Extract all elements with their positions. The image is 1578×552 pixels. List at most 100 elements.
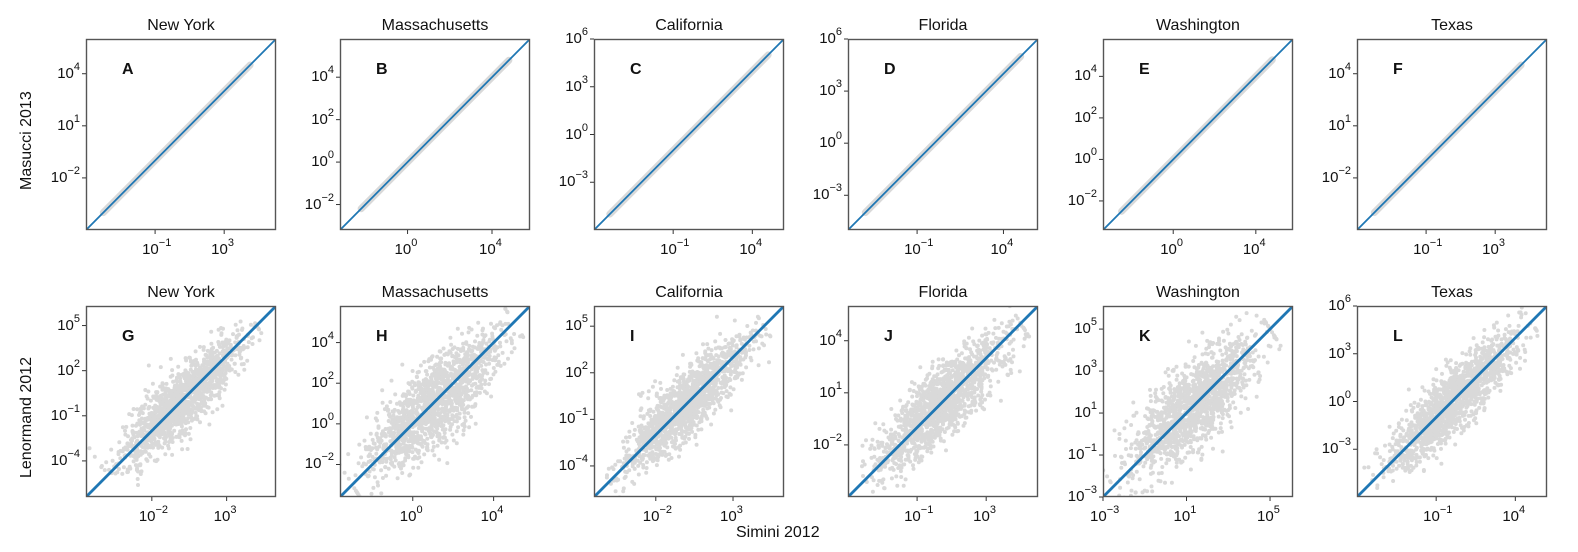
y-tick-label: 10−3 — [1321, 436, 1351, 458]
y-tick-label: 10−2 — [1067, 187, 1097, 209]
identity-line — [1103, 39, 1293, 230]
y-tick-label: 105 — [565, 313, 588, 335]
y-tick-label: 101 — [1074, 400, 1097, 422]
x-tick-label: 105 — [1257, 504, 1280, 525]
panel-letter: K — [1139, 328, 1151, 345]
y-tick-label: 102 — [565, 359, 588, 381]
axes-frame — [1102, 305, 1294, 498]
y-tick-label: 10−2 — [812, 431, 842, 453]
panel-title: New York — [147, 17, 215, 34]
axes-frame — [339, 305, 531, 498]
y-tick-label: 105 — [57, 312, 80, 334]
x-tick-label: 10−1 — [904, 504, 934, 525]
panel-letter: E — [1139, 61, 1150, 78]
scatter-plot-A — [82, 38, 277, 234]
y-tick-label: 104 — [311, 329, 334, 351]
x-tick-label: 10−1 — [1413, 237, 1443, 258]
panel-title: Texas — [1431, 284, 1473, 301]
y-tick-label: 102 — [57, 357, 80, 379]
y-tick-label: 100 — [311, 149, 334, 171]
x-tick-label: 103 — [211, 237, 234, 258]
y-tick-label: 10−2 — [50, 164, 80, 186]
x-tick-label: 103 — [973, 504, 996, 525]
y-tick-label: 100 — [1074, 146, 1097, 168]
x-tick-label: 10−1 — [142, 237, 172, 258]
y-tick-label: 103 — [819, 78, 842, 100]
y-tick-label: 100 — [311, 410, 334, 432]
panel-letter: C — [630, 61, 642, 78]
identity-line — [848, 306, 1038, 497]
scatter-plot-D — [844, 38, 1039, 234]
scatter-plot-K — [1099, 305, 1294, 501]
identity-line — [1103, 306, 1293, 497]
x-tick-label: 103 — [1482, 237, 1505, 258]
y-tick-label: 10−2 — [304, 191, 334, 213]
row2-ylabel: Lenormand 2012 — [18, 357, 35, 478]
y-tick-label: 10−4 — [50, 447, 80, 469]
panel-letter: G — [122, 328, 135, 345]
panel-letter: A — [122, 61, 134, 78]
y-tick-label: 10−3 — [558, 169, 588, 191]
x-tick-label: 104 — [1502, 504, 1526, 525]
y-tick-label: 10−1 — [1067, 442, 1097, 464]
panel-title: Texas — [1431, 17, 1473, 34]
identity-line — [340, 39, 530, 230]
identity-line — [86, 306, 276, 497]
y-tick-label: 104 — [819, 327, 842, 349]
identity-line — [340, 306, 530, 497]
axes-frame — [85, 305, 277, 498]
axes-frame — [593, 38, 785, 231]
y-tick-label: 10−3 — [1067, 484, 1097, 505]
x-tick-label: 103 — [213, 504, 237, 525]
x-tick-label: 10−1 — [660, 237, 690, 258]
x-tick-label: 101 — [1173, 504, 1197, 525]
y-tick-label: 10−1 — [50, 402, 80, 424]
x-tick-label: 104 — [990, 237, 1014, 258]
scatter-plot-I — [590, 305, 785, 501]
panel-title: California — [655, 284, 723, 301]
x-tick-label: 100 — [394, 237, 418, 258]
panel-letter: L — [1393, 328, 1403, 345]
axes-frame — [1356, 38, 1548, 231]
panel-title: Florida — [918, 17, 968, 34]
panel-letter: I — [630, 328, 635, 345]
y-tick-label: 101 — [57, 112, 80, 134]
identity-line — [594, 39, 784, 230]
panel-letter: D — [884, 61, 896, 78]
y-tick-label: 104 — [57, 60, 80, 82]
y-tick-label: 10−1 — [558, 406, 588, 428]
axes-frame — [85, 38, 277, 231]
y-tick-label: 10−2 — [1321, 164, 1351, 186]
scatter-plot-G — [82, 305, 277, 501]
x-tick-label: 10−1 — [904, 237, 934, 258]
y-tick-label: 104 — [311, 64, 334, 86]
y-tick-label: 100 — [565, 121, 588, 143]
y-tick-label: 102 — [311, 106, 334, 128]
identity-line — [594, 306, 784, 497]
scatter-plot-E — [1099, 38, 1294, 234]
y-tick-label: 100 — [819, 130, 842, 152]
y-tick-label: 106 — [565, 26, 588, 47]
axes-frame — [593, 305, 785, 498]
y-tick-label: 104 — [1074, 63, 1097, 85]
x-tick-label: 100 — [1160, 237, 1184, 258]
scatter-plot-C — [590, 38, 785, 234]
x-tick-label: 10−1 — [1423, 504, 1453, 525]
identity-line — [86, 39, 276, 230]
panel-title: Washington — [1156, 284, 1240, 301]
x-tick-label: 10−3 — [1090, 504, 1120, 525]
panel-title: Washington — [1156, 17, 1240, 34]
identity-line — [1357, 39, 1547, 230]
x-tick-label: 104 — [1242, 237, 1266, 258]
x-tick-label: 104 — [480, 504, 504, 525]
axes-frame — [847, 305, 1039, 498]
y-tick-label: 10−3 — [812, 182, 842, 204]
scatter-plot-B — [336, 38, 531, 234]
y-tick-label: 106 — [819, 26, 842, 47]
y-tick-label: 101 — [819, 379, 842, 401]
panel-letter: F — [1393, 61, 1403, 78]
y-tick-label: 105 — [1074, 316, 1097, 338]
y-tick-label: 10−2 — [304, 451, 334, 473]
y-tick-label: 102 — [311, 370, 334, 392]
x-axis-label: Simini 2012 — [736, 524, 820, 541]
